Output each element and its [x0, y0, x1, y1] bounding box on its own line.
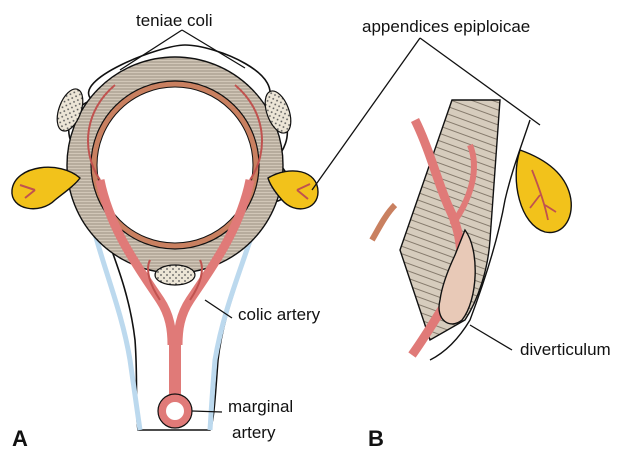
- marginal-artery-label-line2: artery: [232, 423, 276, 442]
- marginal-artery-ring: [162, 398, 188, 424]
- panel-a-label: A: [12, 426, 28, 451]
- colic-artery-label: colic artery: [238, 305, 321, 324]
- diverticulum-diagram: appendices epiploicae diverticulum B: [312, 17, 611, 451]
- lumen: [97, 87, 253, 243]
- teniae-coli-label: teniae coli: [136, 11, 213, 30]
- panel-b-label: B: [368, 426, 384, 451]
- diverticulum-label: diverticulum: [520, 340, 611, 359]
- tenia-bottom: [155, 265, 195, 285]
- colon-mucosa: [372, 205, 395, 240]
- cross-section-diagram: teniae coli colic artery marginal artery…: [12, 11, 321, 451]
- appendices-leader-a: [312, 38, 420, 190]
- appendix-epiploica-left: [12, 167, 80, 208]
- diverticulum-leader: [470, 325, 512, 350]
- appendix-epiploica-b: [516, 150, 571, 232]
- marginal-artery-label-line1: marginal: [228, 397, 293, 416]
- appendices-epiploicae-label: appendices epiploicae: [362, 17, 530, 36]
